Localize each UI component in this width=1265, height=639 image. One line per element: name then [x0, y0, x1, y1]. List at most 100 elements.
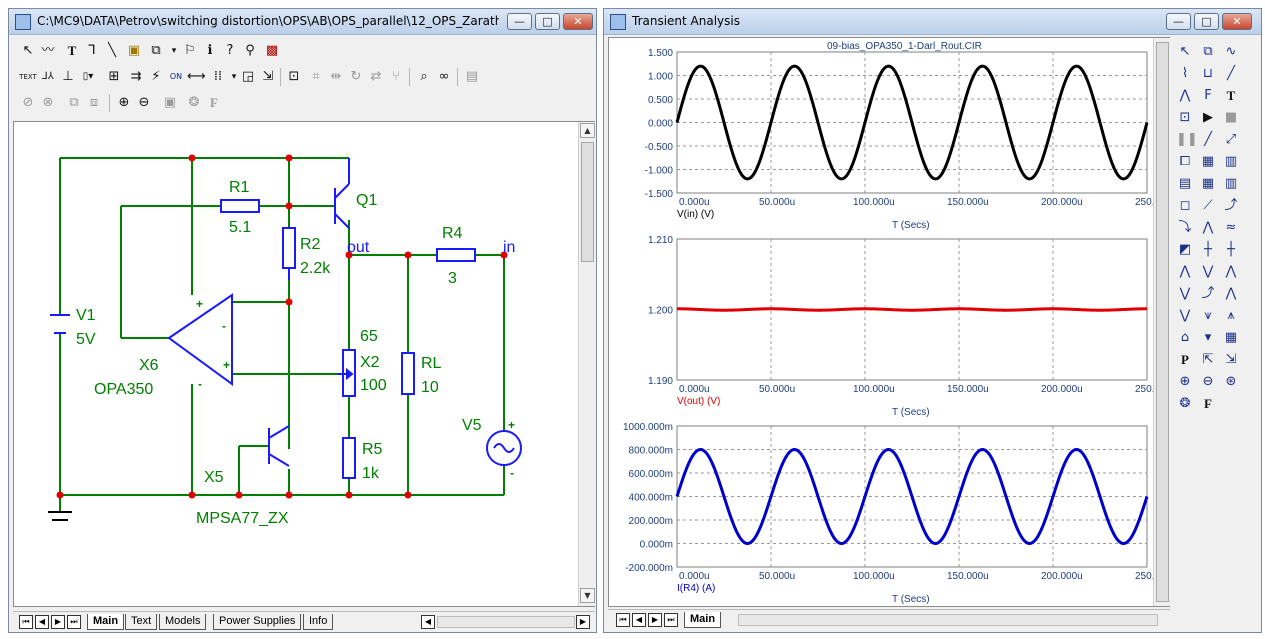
library-icon[interactable]: ❂ [188, 95, 200, 110]
pause-icon[interactable]: ❚❚ [1176, 132, 1198, 147]
plot-scroll-thumb[interactable] [1156, 42, 1169, 602]
schematic-vertical-scrollbar[interactable]: ▲ ▼ [578, 122, 595, 606]
edit-icon[interactable]: ◩ [1178, 242, 1192, 257]
subcircuit-icon[interactable]: ⑂ [392, 69, 400, 84]
tab-models[interactable]: Models [159, 614, 207, 630]
zoom-out-icon[interactable]: ⊖ [1202, 374, 1214, 389]
trace-icon[interactable]: ⤴ [1224, 198, 1238, 213]
page-icon[interactable]: ▦ [1224, 330, 1238, 345]
schematic-canvas[interactable]: V1 5V X6 OPA350 R1 5.1 R2 2.2k Q1 R4 3 6… [13, 121, 595, 607]
tab-last-button[interactable]: ⏭ [67, 615, 81, 629]
line-icon[interactable]: ╲ [108, 43, 116, 58]
flat-icon[interactable]: ⩛ [1204, 308, 1212, 323]
tab-next-button[interactable]: ▶ [51, 615, 65, 629]
box-icon[interactable]: ◻ [1179, 198, 1191, 213]
tab-main[interactable]: Main [87, 614, 125, 630]
slope-icon[interactable]: ╱ [1227, 66, 1235, 81]
schematic-titlebar[interactable]: C:\MC9\DATA\Petrov\switching distortion\… [9, 9, 596, 35]
peak-high-icon[interactable]: ⋀ [1225, 264, 1237, 279]
flip-icon[interactable]: ⇹ [330, 69, 342, 84]
valley-icon[interactable]: ⋁ [1202, 264, 1214, 279]
minimize-button[interactable]: — [507, 13, 532, 30]
zoom-region-icon[interactable]: ⊛ [1225, 374, 1237, 389]
scroll-up-button[interactable]: ▲ [580, 123, 595, 138]
help-icon[interactable]: ? [226, 43, 234, 58]
left-step-icon[interactable]: ⇱ [1202, 352, 1214, 367]
component-icon[interactable]: ▣ [127, 43, 141, 58]
p-icon[interactable]: P [1181, 352, 1189, 367]
grid-icon[interactable]: ▯▾ [82, 71, 94, 82]
flag-icon[interactable]: ⚐ [184, 43, 196, 58]
tab-next-button[interactable]: ▶ [648, 613, 662, 627]
paste-icon[interactable]: ⧈ [89, 95, 99, 110]
mirror-icon[interactable]: ⇄ [370, 69, 382, 84]
table3-icon[interactable]: ▦ [1201, 176, 1215, 191]
info-icon[interactable]: ℹ [207, 43, 213, 58]
table-icon[interactable]: ▥ [1224, 154, 1238, 169]
wire-mode-icon[interactable]: ⟷ [187, 69, 206, 84]
tab-prev-button[interactable]: ◀ [35, 615, 49, 629]
arrow-icon[interactable]: ⇉ [130, 69, 142, 84]
close-button[interactable]: ✕ [1222, 13, 1252, 30]
copy-icon[interactable]: ⧉ [69, 95, 79, 110]
text-toggle-icon[interactable]: TEXT [19, 73, 37, 81]
maximize-button[interactable]: □ [1194, 13, 1219, 30]
font-icon[interactable]: F [210, 95, 218, 110]
cancel-icon[interactable]: ⊗ [42, 95, 54, 110]
plot-vertical-scrollbar[interactable] [1153, 38, 1170, 606]
text-tool-icon[interactable]: T [67, 43, 77, 58]
font-icon[interactable]: F [1204, 396, 1212, 411]
on-icon[interactable]: ON [169, 72, 183, 81]
binoculars-icon[interactable]: ∞ [438, 69, 450, 84]
select-icon[interactable]: ↖ [1179, 44, 1191, 59]
line-icon[interactable]: ╱ [1204, 132, 1212, 147]
cursor-icon[interactable]: ⟋ [1203, 198, 1213, 213]
table4-icon[interactable]: ▥ [1224, 176, 1238, 191]
current-icon[interactable]: ⚡ [151, 69, 161, 84]
toggle-icon[interactable]: ⩚ [1227, 308, 1235, 323]
camera-icon[interactable]: ▣ [163, 95, 177, 110]
cursor-icon[interactable]: ⇲ [262, 69, 274, 84]
low-icon[interactable]: ⋀ [1225, 286, 1237, 301]
tab-text[interactable]: Text [125, 614, 158, 630]
box-icon[interactable]: ◲ [241, 69, 255, 84]
attribute-icon[interactable]: ⊞ [108, 69, 120, 84]
group-icon[interactable]: ⧉ [1203, 44, 1213, 59]
probe-icon[interactable]: ⚲ [245, 43, 255, 58]
tab-last-button[interactable]: ⏭ [664, 613, 678, 627]
stop-icon[interactable]: ■ [1224, 110, 1238, 125]
peak-low-icon[interactable]: ⋁ [1179, 286, 1191, 301]
horizontal-scrollbar[interactable] [437, 616, 575, 628]
properties-icon[interactable]: ⊡ [1179, 110, 1191, 125]
minimize-button[interactable]: — [1166, 13, 1191, 30]
scale-icon[interactable]: ⧠ [1179, 154, 1191, 169]
scroll-thumb[interactable] [581, 142, 594, 262]
zoom-in-icon[interactable]: ⊕ [118, 95, 130, 110]
text-icon[interactable]: T [1226, 88, 1236, 103]
wire-bend-icon[interactable]: ⅂ [88, 43, 96, 58]
tab-first-button[interactable]: ⏮ [19, 615, 33, 629]
frequency-icon[interactable]: F [1204, 88, 1212, 103]
node-labels-icon[interactable]: ⅃⅄ [42, 71, 54, 82]
maximize-button[interactable]: □ [535, 13, 560, 30]
bar-icon[interactable]: ⊔ [1202, 66, 1214, 81]
run-icon[interactable]: ▶ [1203, 110, 1213, 125]
horizontal-scrollbar[interactable] [738, 614, 1158, 626]
cursor-right-icon[interactable]: ┼ [1227, 242, 1235, 257]
tag-icon[interactable]: ⌇ [1181, 66, 1189, 81]
pin-icon[interactable]: ⊥ [62, 69, 74, 84]
zoom-out-icon[interactable]: ⊖ [138, 95, 150, 110]
table2-icon[interactable]: ▤ [1178, 176, 1192, 191]
align-icon[interactable]: ⌗ [312, 69, 320, 84]
group-icon[interactable]: ⧉ [151, 43, 161, 58]
zoom-in-icon[interactable]: ⊕ [1179, 374, 1191, 389]
tab-first-button[interactable]: ⏮ [616, 613, 630, 627]
tab-prev-button[interactable]: ◀ [632, 613, 646, 627]
dots-icon[interactable]: ⁞⁞ [213, 69, 223, 84]
print-icon[interactable]: ▾ [1204, 330, 1212, 345]
data-icon[interactable]: ⌂ [1180, 330, 1190, 345]
